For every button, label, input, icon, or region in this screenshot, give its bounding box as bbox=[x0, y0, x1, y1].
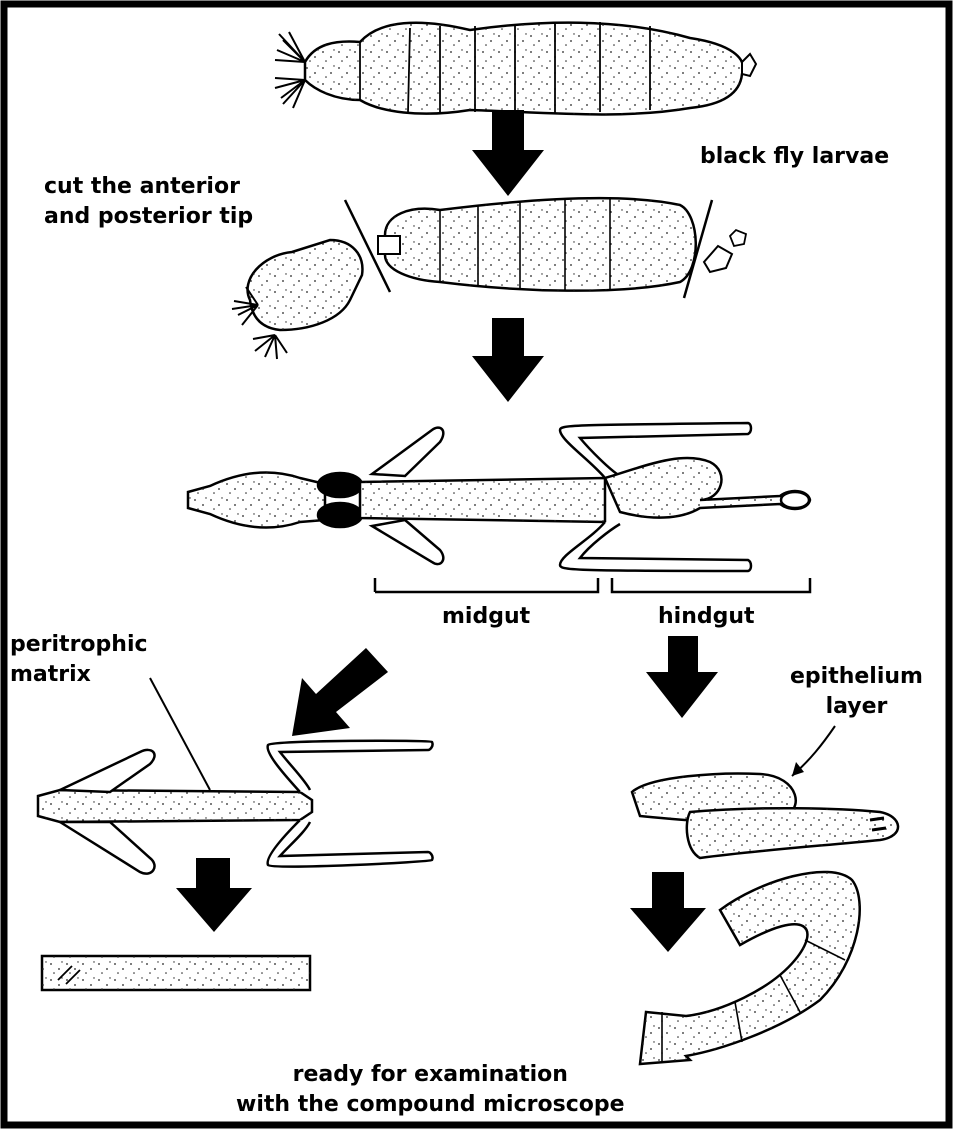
diagonal-arrow-icon bbox=[292, 648, 388, 736]
label-ready-for-examination: ready for examination with the compound … bbox=[236, 1060, 625, 1120]
peritrophic-matrix-strip bbox=[42, 956, 310, 990]
label-black-fly-larvae: black fly larvae bbox=[700, 142, 889, 172]
label-epithelium-layer: epithelium layer bbox=[790, 662, 923, 722]
dissected-gut bbox=[188, 423, 810, 571]
whole-larva bbox=[275, 22, 756, 114]
hindgut-bracket bbox=[612, 578, 810, 592]
label-cut-instruction: cut the anterior and posterior tip bbox=[44, 172, 253, 232]
hindgut-with-epithelium bbox=[632, 774, 898, 858]
pointer-arrowhead-icon bbox=[792, 762, 804, 776]
down-arrow-icon bbox=[176, 858, 252, 932]
down-arrow-icon bbox=[630, 872, 706, 952]
label-midgut: midgut bbox=[442, 602, 530, 632]
label-hindgut: hindgut bbox=[658, 602, 755, 632]
down-arrow-icon bbox=[472, 110, 544, 196]
peritrophic-matrix-pointer bbox=[150, 678, 210, 790]
down-arrow-icon bbox=[646, 636, 718, 718]
midgut-bracket bbox=[375, 578, 598, 592]
label-peritrophic-matrix: peritrophic matrix bbox=[10, 630, 148, 690]
down-arrow-icon bbox=[472, 318, 544, 402]
midgut-with-peritrophic-matrix bbox=[38, 741, 433, 874]
cut-larva bbox=[232, 198, 746, 359]
